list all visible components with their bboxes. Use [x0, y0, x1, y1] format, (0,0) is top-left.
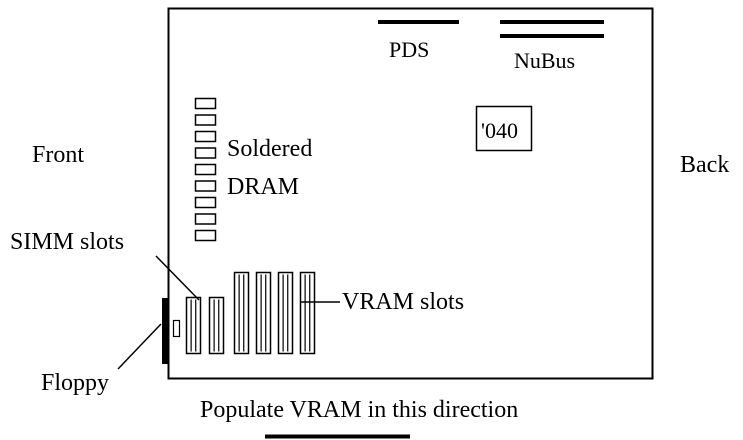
floppy-leader-line [117, 323, 162, 370]
soldered-dram-chip [194, 213, 217, 225]
soldered-dram-chip [194, 229, 217, 242]
cpu-chip [475, 105, 533, 152]
cpu-label: '040 [481, 118, 518, 143]
populate-direction-label: Populate VRAM in this direction [200, 397, 518, 423]
vram-slot [277, 271, 294, 355]
soldered-dram-chip [194, 114, 217, 126]
nubus-label: NuBus [514, 48, 575, 73]
vram-slot [233, 271, 250, 355]
soldered-label-line1: Soldered [227, 136, 312, 162]
simm-slots [185, 296, 225, 355]
front-label: Front [32, 142, 84, 168]
vram-slot [299, 271, 316, 355]
soldered-dram-chip [194, 97, 217, 110]
soldered-label-line2: DRAM [227, 174, 299, 200]
soldered-dram-chip [194, 163, 217, 176]
back-label: Back [680, 152, 729, 178]
logic-board-outline [167, 7, 654, 380]
simm-slot [185, 296, 202, 355]
vram-slot [255, 271, 272, 355]
simm-slots-label: SIMM slots [10, 229, 124, 255]
soldered-dram-chip [194, 196, 217, 209]
floppy-label: Floppy [41, 370, 109, 396]
floppy-connector [162, 298, 168, 364]
vram-slots [233, 271, 316, 355]
nubus-slots [500, 20, 604, 38]
pds-label: PDS [389, 37, 429, 62]
soldered-dram-chip [194, 130, 217, 143]
vram-slots-label: VRAM slots [342, 289, 464, 315]
soldered-dram-chip [194, 180, 217, 192]
floppy-connector-tab [172, 319, 181, 338]
soldered-dram-chips [194, 97, 217, 242]
simm-slot [208, 296, 225, 355]
soldered-dram-chip [194, 147, 217, 159]
simm-leader-line [155, 255, 200, 301]
